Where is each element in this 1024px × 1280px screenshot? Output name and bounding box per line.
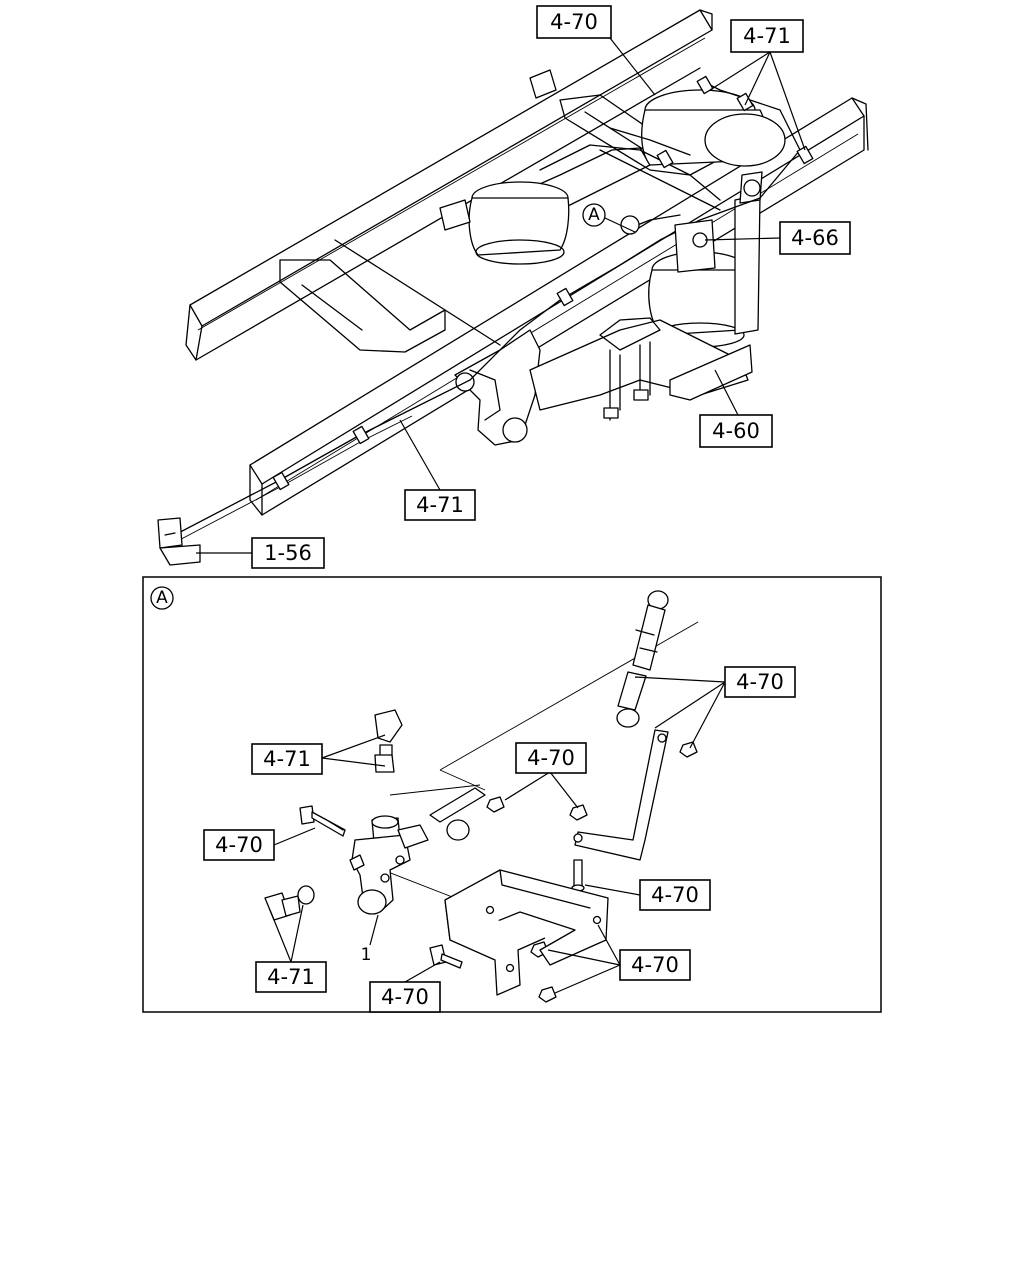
bolt-bottom xyxy=(429,944,463,969)
svg-text:4-71: 4-71 xyxy=(416,493,464,517)
svg-text:4-70: 4-70 xyxy=(550,10,598,34)
svg-text:4-70: 4-70 xyxy=(631,953,679,977)
view-ref-marker-detail: A xyxy=(150,586,174,610)
callout-1-56: 1-56 xyxy=(251,537,325,569)
svg-text:4-60: 4-60 xyxy=(712,419,760,443)
callout-detail-4-70-bottom: 4-70 xyxy=(369,981,441,1013)
callout-detail-4-70-right: 4-70 xyxy=(724,666,796,698)
part-index-label: 1 xyxy=(361,945,372,965)
detail-view-leaders xyxy=(269,676,726,994)
svg-text:4-71: 4-71 xyxy=(267,965,315,989)
callout-detail-4-70-bracket: 4-70 xyxy=(639,879,711,911)
svg-text:4-70: 4-70 xyxy=(215,833,263,857)
control-link-rod xyxy=(616,590,669,728)
air-piping xyxy=(164,75,814,547)
levelling-valve xyxy=(620,214,716,273)
callout-4-60: 4-60 xyxy=(699,414,773,448)
callout-4-66: 4-66 xyxy=(779,221,851,255)
view-ref-marker-main: A xyxy=(582,203,606,227)
svg-text:A: A xyxy=(156,588,168,608)
chassis-frame-illustration xyxy=(157,9,869,566)
svg-text:4-71: 4-71 xyxy=(263,747,311,771)
svg-text:4-66: 4-66 xyxy=(791,226,839,250)
callout-detail-4-70-center: 4-70 xyxy=(515,742,587,774)
callout-4-70-top: 4-70 xyxy=(536,5,612,39)
valve-lever xyxy=(573,729,669,861)
bolt-left xyxy=(299,805,346,837)
air-spring-rear xyxy=(641,89,786,167)
svg-text:A: A xyxy=(588,205,600,225)
detail-view-frame xyxy=(142,576,882,1013)
callout-detail-4-70-left: 4-70 xyxy=(203,829,275,861)
svg-text:4-70: 4-70 xyxy=(527,746,575,770)
levelling-valve-body xyxy=(349,709,429,915)
callout-4-71-mid: 4-71 xyxy=(404,489,476,521)
air-spring-front xyxy=(468,181,570,265)
axle-bracket xyxy=(454,317,753,446)
nut xyxy=(538,986,557,1003)
u-bracket xyxy=(444,869,609,996)
main-view-leaders xyxy=(196,37,806,554)
junction-block xyxy=(157,517,201,566)
callout-4-71-top: 4-71 xyxy=(730,19,804,53)
mounting-plate xyxy=(429,787,486,841)
nut xyxy=(569,804,588,821)
svg-text:4-71: 4-71 xyxy=(743,24,791,48)
svg-text:4-70: 4-70 xyxy=(381,985,429,1009)
svg-text:1-56: 1-56 xyxy=(264,541,312,565)
detail-illustration xyxy=(264,590,699,1003)
callout-detail-4-71-upper: 4-71 xyxy=(251,743,323,775)
shock-absorber xyxy=(734,171,763,335)
svg-text:4-70: 4-70 xyxy=(651,883,699,907)
elbow-fitting-lower xyxy=(264,885,315,921)
svg-text:4-70: 4-70 xyxy=(736,670,784,694)
nut xyxy=(679,741,698,758)
callout-detail-4-70-nuts: 4-70 xyxy=(619,949,691,981)
callout-detail-4-71-lower: 4-71 xyxy=(255,961,327,993)
nut xyxy=(486,796,505,813)
